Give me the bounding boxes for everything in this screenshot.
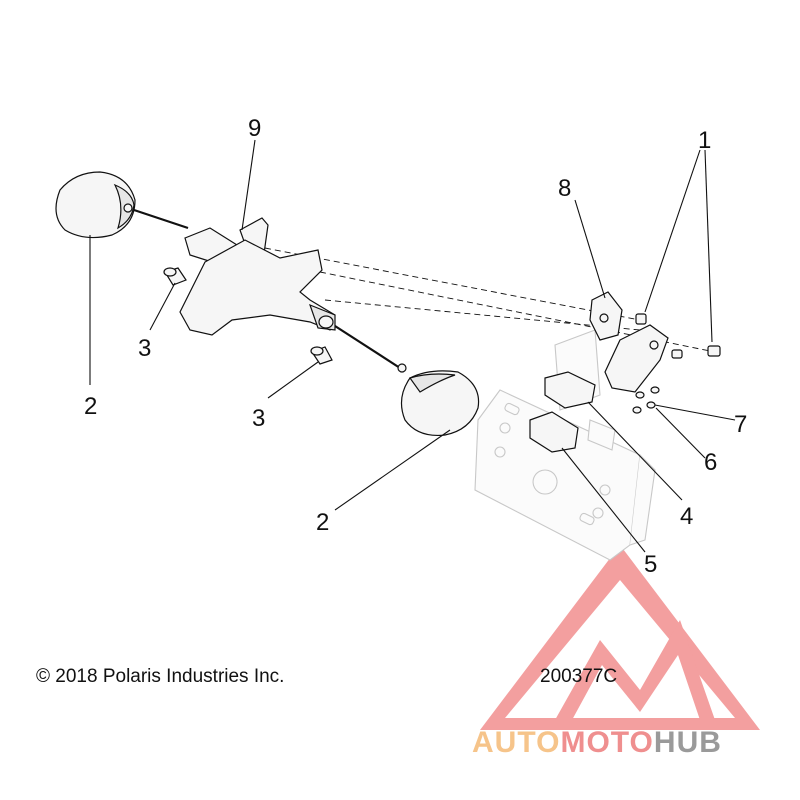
screw-lower [310, 346, 333, 365]
copyright-text: © 2018 Polaris Industries Inc. [36, 666, 284, 687]
callout-2-left: 2 [84, 393, 97, 420]
callout-2-right: 2 [316, 509, 329, 536]
callout-9: 9 [248, 115, 261, 142]
watermark-hub: HUB [654, 726, 722, 759]
callout-3-upper: 3 [138, 335, 151, 362]
callout-1: 1 [698, 127, 711, 154]
watermark-moto: MOTO [560, 726, 653, 759]
light-mount-part-9 [179, 217, 336, 336]
watermark-triangle [480, 545, 760, 730]
license-light-part-4 [544, 371, 596, 409]
screw-upper [163, 267, 187, 286]
turn-signal-right [397, 363, 480, 437]
watermark-logo [480, 545, 760, 730]
wire-harness [127, 206, 401, 369]
callout-3-lower: 3 [252, 405, 265, 432]
turn-signal-left [55, 171, 136, 239]
license-light-part-5 [529, 411, 579, 453]
callout-5: 5 [644, 551, 657, 578]
watermark-auto: AUTO [472, 726, 560, 759]
watermark-m-shape [555, 620, 715, 720]
leader-lines [89, 139, 736, 553]
mounting-bracket-part-8 [589, 291, 669, 393]
callout-8: 8 [558, 175, 571, 202]
hardware-nuts [632, 313, 721, 414]
callout-4: 4 [680, 503, 693, 530]
callout-7: 7 [734, 411, 747, 438]
diagram-code: 200377C [540, 666, 617, 687]
watermark-text: AUTOMOTOHUB [472, 726, 722, 759]
callout-labels: 1 2 2 3 3 4 5 6 7 8 9 [84, 115, 747, 578]
callout-6: 6 [704, 449, 717, 476]
